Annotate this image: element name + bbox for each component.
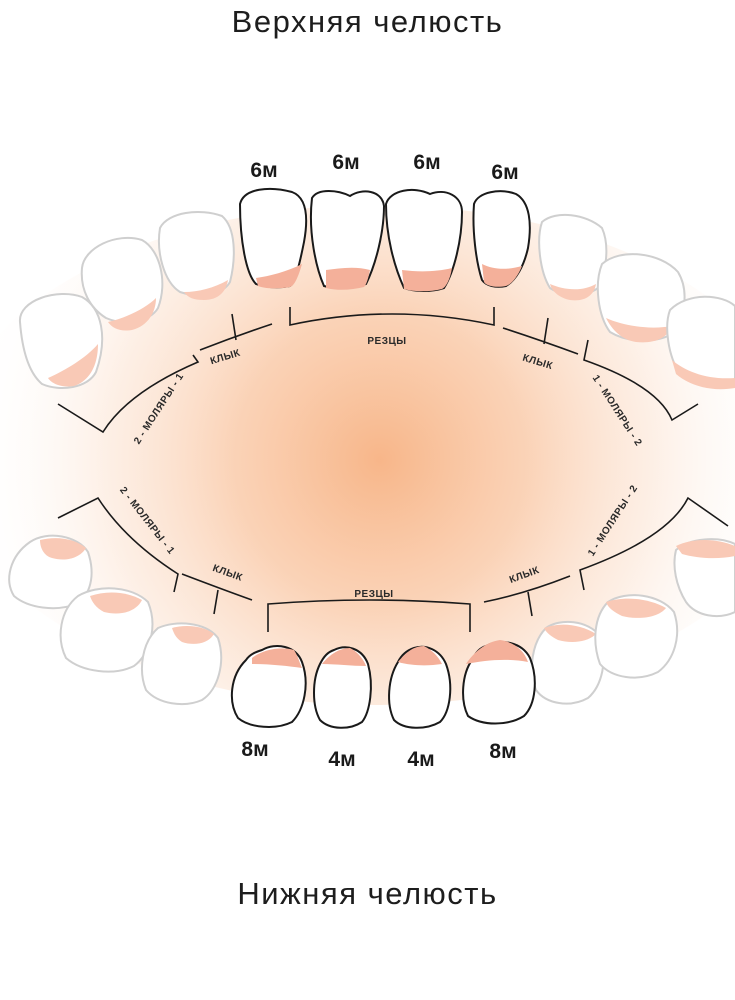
faded-tooth xyxy=(18,293,104,389)
upper-incisor-3 xyxy=(384,188,464,292)
lower-age-label: 4м xyxy=(328,748,355,771)
upper-jaw-title: Верхняя челюсть xyxy=(231,4,504,39)
lower-canine-left-bracket xyxy=(181,573,253,601)
lower-right-faded-teeth xyxy=(530,538,735,705)
faded-tooth xyxy=(530,620,605,705)
upper-left-faded-teeth xyxy=(18,211,235,389)
lower-age-label: 4м xyxy=(407,748,434,771)
lower-canine-left-tick xyxy=(213,589,219,615)
lower-incisor-4 xyxy=(462,640,536,725)
faded-tooth xyxy=(80,236,164,331)
lower-incisor-3 xyxy=(388,645,452,729)
upper-canine-left-tick xyxy=(231,313,237,341)
faded-tooth xyxy=(158,211,235,300)
faded-tooth xyxy=(141,622,223,706)
group-brackets xyxy=(57,307,729,632)
faded-tooth xyxy=(59,587,154,673)
faded-tooth xyxy=(666,295,735,390)
lower-incisors-label: РЕЗЦЫ xyxy=(354,589,393,600)
mouth-glow xyxy=(0,205,735,705)
faded-tooth xyxy=(8,534,93,610)
upper-canine-right-bracket xyxy=(502,327,579,355)
lower-incisor-1 xyxy=(230,645,307,728)
upper-age-label: 6м xyxy=(413,151,440,174)
upper-incisor-2 xyxy=(309,190,386,290)
upper-age-label: 6м xyxy=(250,159,277,182)
upper-incisors xyxy=(238,187,531,292)
upper-incisor-4 xyxy=(472,190,531,288)
faded-tooth xyxy=(538,213,608,301)
lower-incisor-2 xyxy=(313,646,372,729)
lower-jaw-title: Нижняя челюсть xyxy=(237,876,498,911)
upper-incisors-label: РЕЗЦЫ xyxy=(367,336,406,347)
lower-molars-right-bracket xyxy=(579,496,729,591)
faded-tooth xyxy=(673,538,735,618)
lower-canine-right-tick xyxy=(527,591,533,617)
upper-right-faded-teeth xyxy=(538,213,735,390)
faded-tooth xyxy=(594,594,679,679)
upper-incisors-bracket xyxy=(289,307,495,326)
lower-canine-right-bracket xyxy=(483,575,571,603)
upper-canine-right-tick xyxy=(543,317,549,345)
upper-age-label: 6м xyxy=(332,151,359,174)
lower-left-faded-teeth xyxy=(8,534,223,706)
lower-age-label: 8м xyxy=(489,740,516,763)
upper-molars-right-bracket xyxy=(583,339,699,422)
upper-age-label: 6м xyxy=(491,161,518,184)
lower-incisors xyxy=(230,640,536,729)
lower-age-label: 8м xyxy=(241,738,268,761)
upper-incisor-1 xyxy=(238,187,308,289)
upper-molars-left-bracket xyxy=(57,354,200,434)
lower-molars-left-bracket xyxy=(57,496,179,593)
lower-incisors-bracket xyxy=(267,599,471,632)
